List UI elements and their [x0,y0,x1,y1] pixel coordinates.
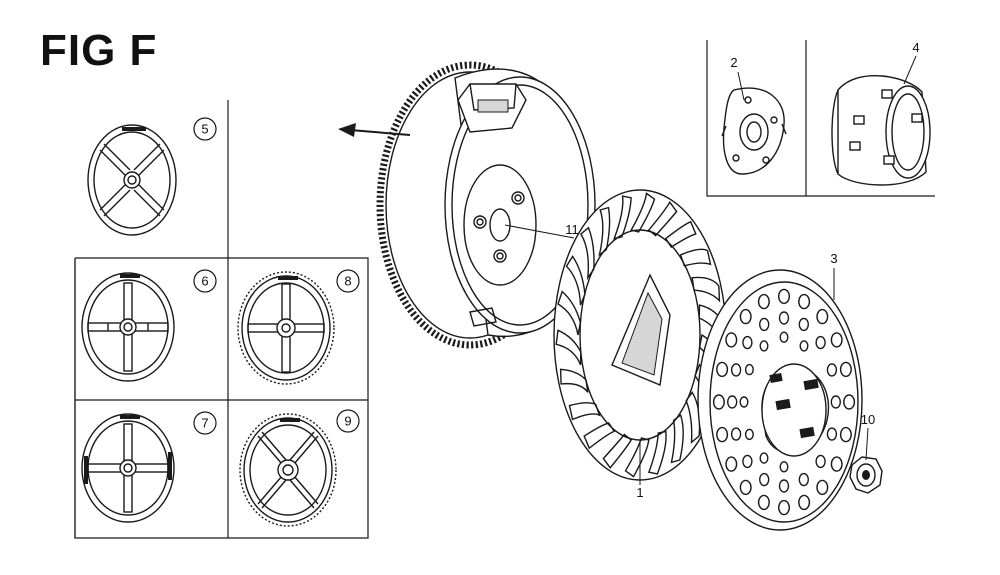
fan-blade [670,413,684,464]
fan-blade [602,433,633,469]
callout-4-label: 4 [912,40,919,55]
callout-5-label: 5 [201,122,208,137]
pulley-vent-hole [816,308,829,325]
pulley-vent-hole [712,394,725,410]
pulley-vent-hole [839,361,852,378]
callout-7: 7 [193,411,217,435]
pulley-vent-hole [730,427,742,441]
pulley-vent-hole [716,426,729,443]
pulley-vent-hole [815,454,826,469]
pulley-vent-hole [826,363,838,377]
pulley-vent-hole [730,363,742,377]
fan-blade [565,255,586,306]
pulley-vent-hole [798,494,811,511]
callout-9-label: 9 [344,414,351,429]
pulley-vent-hole [779,331,789,343]
pulley-vent-hole [742,335,753,350]
fan-blade [691,276,721,303]
pulley-vent-hole [716,361,729,378]
pulley-vent-hole [839,426,852,443]
fan-blade [583,422,616,450]
callout-6-label: 6 [201,274,208,289]
flywheel [376,61,596,349]
pulley-vent-hole [826,427,838,441]
pulley-vent-hole [843,394,856,410]
pulley-vent-hole [830,332,843,348]
pulley-vent-hole [757,293,770,310]
pulley-vent-hole [798,317,809,332]
pulley-vent-hole [739,479,752,496]
figure-title: FIG F [40,26,158,75]
callout-9: 9 [336,409,360,433]
pulley-vent-hole [830,395,841,409]
pulley-vent-hole [742,454,753,469]
pulley-variant-8 [237,271,335,385]
fan-blade [685,391,701,444]
inset-box [706,40,935,197]
callout-8: 8 [336,269,360,293]
part-2-plate [721,87,787,175]
fan-blade [664,220,697,249]
pulley-vent-hole [739,308,752,325]
pulley-vent-hole [799,340,809,352]
fan-blade [579,226,595,281]
pulley-vent-hole [757,494,770,511]
variant-grid [74,100,369,539]
fan-blade [679,248,712,267]
pulley-vent-hole [777,288,791,305]
pulley-vent-hole [778,311,790,325]
fan-blade [630,192,656,233]
pulley-vent-hole [759,317,770,332]
pulley-vent-hole [759,340,769,352]
fan-blade [647,430,667,475]
pulley-variant-5 [87,124,177,236]
pulley-vent-hole [778,479,790,493]
fan-blade [557,290,582,336]
fan-blade [559,368,589,393]
fan-blade [598,206,611,257]
pulley-vent-hole [779,461,789,473]
pulley-vent-hole [759,452,769,464]
pulley-vent-hole [815,335,826,350]
starter-pulley [697,269,863,531]
pulley-vent-hole [798,293,811,310]
part-4-cup [831,75,931,186]
callout-1-label: 1 [636,485,643,500]
fan-blade [568,402,601,421]
flywheel-nut [849,456,883,494]
pulley-vent-hole [830,456,843,472]
fan-blade [613,195,632,240]
callout-11-label: 11 [565,222,579,237]
fan-blade [647,200,678,237]
pulley-vent-hole [744,363,754,376]
pulley-vent-hole [816,479,829,496]
pulley-vent-hole [739,396,749,408]
fan-blade [624,437,650,478]
pulley-variant-6 [81,272,175,382]
cooling-fan [553,189,727,481]
pulley-vent-hole [777,499,791,516]
leader-lines [504,55,917,485]
pulley-vent-hole [727,395,738,409]
callout-10-label: 10 [861,412,875,427]
direction-arrow [338,123,411,137]
callout-8-label: 8 [344,274,351,289]
callout-3-label: 3 [830,251,837,266]
pulley-vent-hole [725,332,738,348]
callout-7-label: 7 [201,416,208,431]
pulley-variant-9 [239,413,337,527]
fan-blade [555,329,582,366]
pulley-vent-hole [798,472,809,487]
callout-6: 6 [193,269,217,293]
pulley-vent-hole [744,428,754,441]
pulley-variant-7 [81,413,175,523]
pulley-vent-hole [759,472,770,487]
callout-5: 5 [193,117,217,141]
pulley-vent-hole [725,456,738,472]
callout-2-label: 2 [730,55,737,70]
